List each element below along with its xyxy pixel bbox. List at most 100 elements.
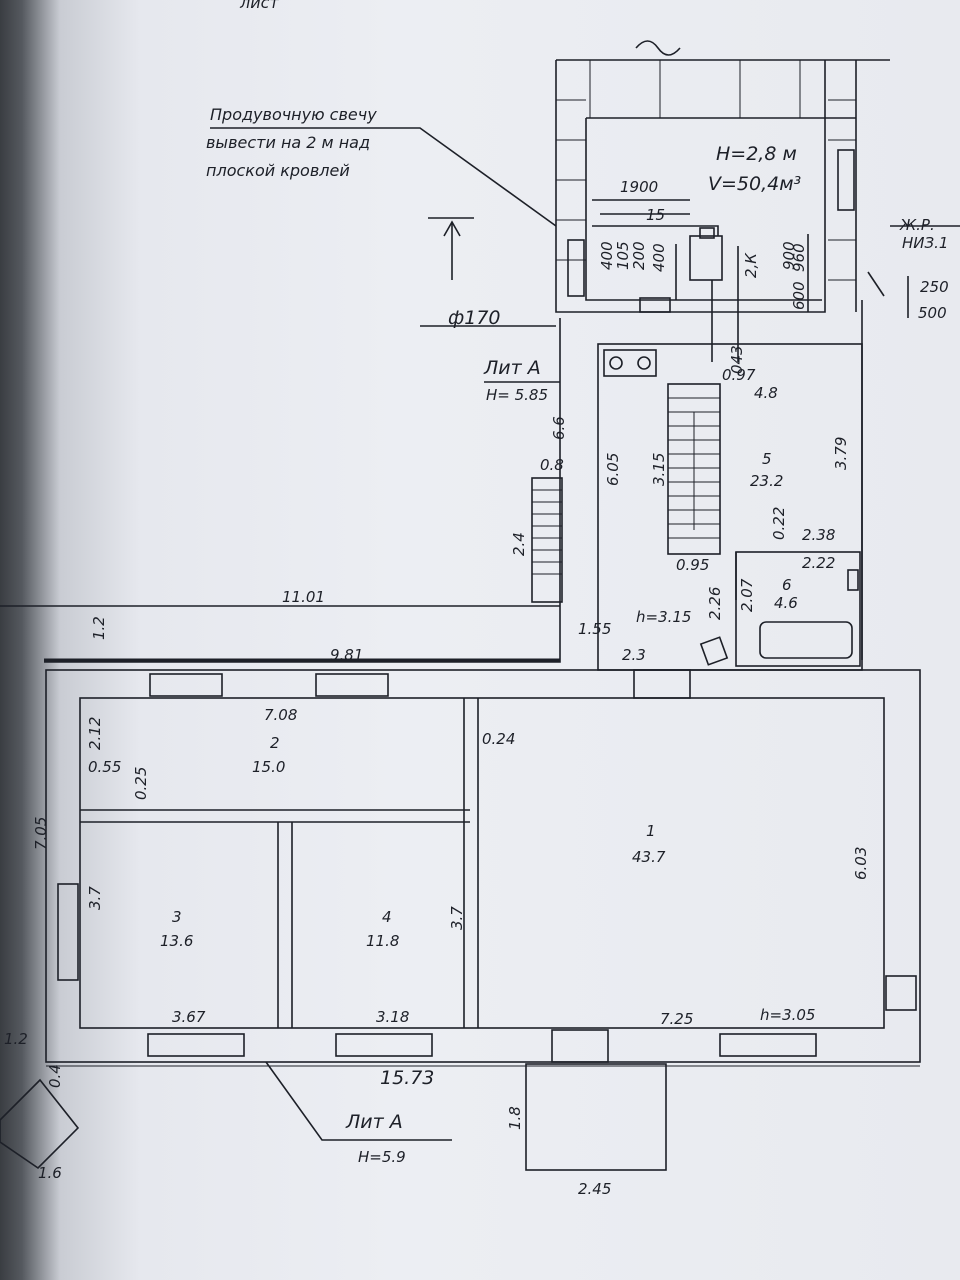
stove [603,349,657,377]
dim-1900: 1900 [620,178,658,196]
svg-text:43.7: 43.7 [632,848,666,866]
gas-pipe [592,225,719,236]
room-4-label: 4 11.8 [366,908,399,950]
side-dim-250: 250 [920,278,949,296]
dim-400-a: 400 [598,241,616,270]
dim-0-4: 0.4 [46,1064,64,1088]
bathtub [759,621,853,659]
boiler-window-right [837,149,855,211]
note-line-3: плоской кровлей [206,161,350,180]
window-right [885,975,917,1011]
dim-105: 105 [614,241,632,270]
middle-wing-outer [44,318,561,663]
dim-3-7-a: 3.7 [86,886,104,910]
dim-4-8: 4.8 [754,384,778,402]
dim-2-3: 2.3 [622,646,646,664]
room-5-label: 5 23.2 [750,450,783,490]
dim-1-2-b: 1.2 [4,1030,28,1048]
lit-a-upper-height: H= 5.85 [486,386,548,404]
room-3-label: 3 13.6 [160,908,193,950]
boiler-unit-small [639,297,671,313]
side-mark-tick [867,271,885,297]
dim-15: 15 [646,206,665,224]
dim-400-b: 400 [650,243,668,272]
boiler-unit [689,235,723,281]
dim-2-22: 2.22 [802,554,835,572]
window-bottom-1 [147,1033,245,1057]
window-top-1 [149,673,223,697]
porch [525,1063,667,1171]
stair-main-steps [668,397,720,539]
door-top [633,669,691,699]
pipe-diameter: ф170 [448,307,501,329]
dim-3-67: 3.67 [172,1008,206,1026]
dim-1-55: 1.55 [578,620,611,638]
svg-text:23.2: 23.2 [750,472,783,490]
door-bottom [551,1029,609,1063]
dim-0-97: 0.97 [722,366,756,384]
svg-text:15.0: 15.0 [252,758,285,776]
dim-2k: 2,К [742,252,760,278]
dim-600: 600 [790,281,808,310]
dim-3-79: 3.79 [832,437,850,470]
lit-a-lower-title: Лит А [345,1111,403,1133]
boiler-room-inner-wall [585,118,822,301]
dim-1-2-a: 1.2 [90,616,108,640]
height-3-05: h=3.05 [760,1006,815,1024]
zhr-mark: Ж.Р. [899,216,935,234]
dim-6-03: 6.03 [852,847,870,880]
dim-0-55: 0.55 [88,758,121,776]
svg-text:5: 5 [762,450,772,468]
dim-9-81: 9.81 [330,646,363,664]
dim-0-95: 0.95 [676,556,709,574]
boiler-unit-top [699,227,715,239]
note-leader [210,127,557,227]
top-fragment: лист [239,0,279,12]
note-line-2: вывести на 2 м над [206,133,370,152]
room-1-label: 1 43.7 [632,822,666,866]
dim-3-18: 3.18 [376,1008,409,1026]
svg-text:13.6: 13.6 [160,932,193,950]
height-3-15: h=3.15 [636,608,691,626]
main-block-inner [79,697,885,1029]
dim-7-25: 7.25 [660,1010,693,1028]
north-arrow-head [443,220,461,237]
dim-2-12: 2.12 [86,717,104,750]
dim-960: 960 [790,243,808,272]
wall-hatching [556,60,856,281]
dim-15-73: 15.73 [380,1067,434,1089]
boiler-room-volume: V=50,4м³ [708,173,801,195]
dim-6-05: 6.05 [604,453,622,486]
main-block-outer [45,669,921,1063]
stair-main [667,383,721,555]
dim-1-8: 1.8 [506,1106,524,1130]
dim-7-08: 7.08 [264,706,297,724]
svg-text:4.6: 4.6 [774,594,798,612]
dim-0-24: 0.24 [482,730,515,748]
toilet [847,569,859,591]
lit-a-lower-leader [265,1061,452,1141]
window-bottom-3 [719,1033,817,1057]
dim-0-8: 0.8 [540,456,564,474]
svg-text:3: 3 [172,908,182,926]
dim-900: 900 [780,241,798,270]
dim-3-15: 3.15 [650,453,668,486]
dim-200: 200 [630,241,648,270]
lit-a-upper-title: Лит А [483,357,541,379]
window-bottom-2 [335,1033,433,1057]
dim-2-26: 2.26 [706,587,724,620]
dim-2-07: 2.07 [738,578,756,612]
dim-0-25: 0.25 [132,767,150,800]
dim-1-6: 1.6 [38,1164,62,1182]
dim-7-05: 7.05 [32,817,50,850]
stair-left-steps [532,489,562,575]
svg-text:4: 4 [382,908,392,926]
dim-3-7-b: 3.7 [448,906,466,930]
svg-text:1: 1 [646,822,656,840]
room-2-label: 2 15.0 [252,734,285,776]
dim-2-4: 2.4 [510,532,528,556]
niz-mark: НИЗ.1 [902,234,948,252]
window-left [57,883,79,981]
